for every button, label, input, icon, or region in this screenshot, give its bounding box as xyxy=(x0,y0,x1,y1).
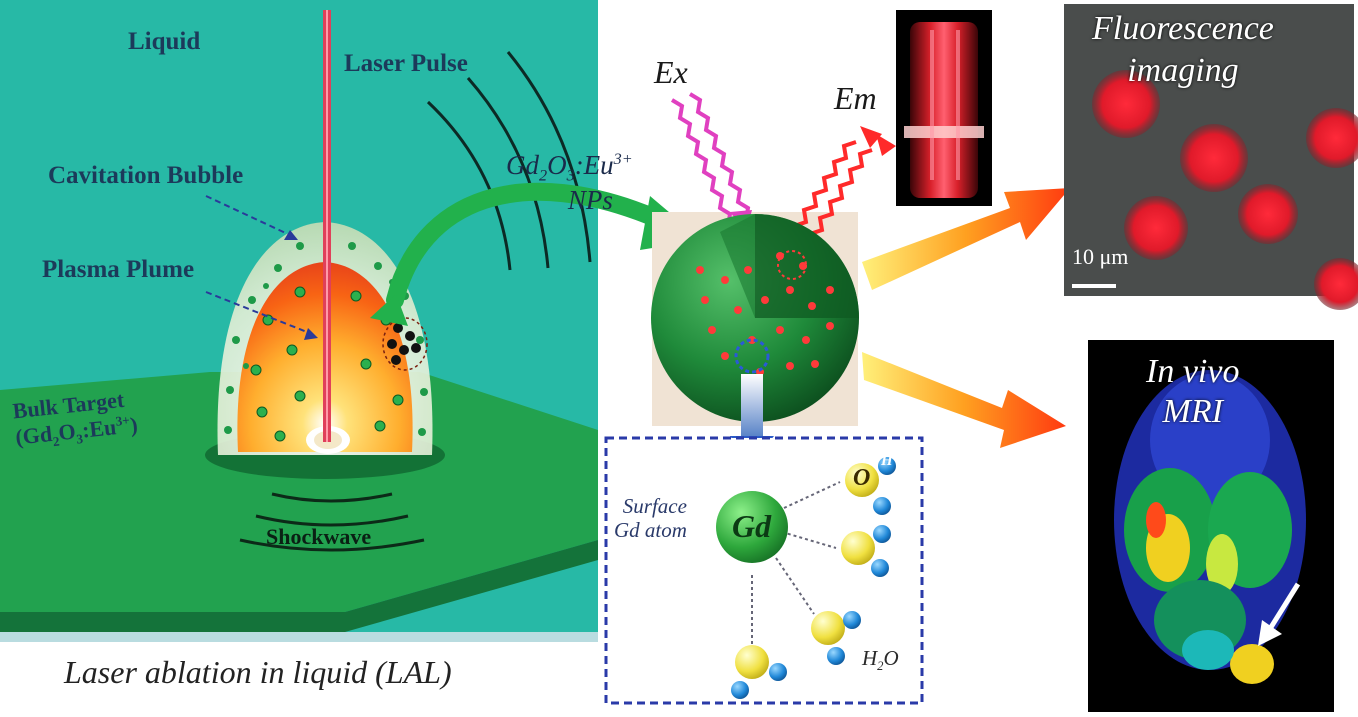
pressure-wave-arcs xyxy=(426,51,592,271)
aggregated-particles xyxy=(387,323,421,365)
fluorescent-cells xyxy=(1092,70,1358,310)
plume-particles xyxy=(250,286,404,442)
label-pointers xyxy=(205,195,313,335)
application-panel xyxy=(862,4,1358,712)
zoom-arrow xyxy=(741,374,763,436)
np-formula: Gd2O3:Eu3+ xyxy=(506,150,633,185)
scale-bar-label: 10 μm xyxy=(1072,244,1129,269)
lal-panel xyxy=(0,0,702,642)
emission-waves xyxy=(791,140,873,247)
scale-bar xyxy=(1072,284,1116,288)
oxygen-symbol: O xyxy=(853,465,871,491)
water-label: H2O xyxy=(862,646,899,674)
nps-label: NPs xyxy=(567,185,613,216)
mri-line1: In vivo xyxy=(1146,353,1240,390)
gd-symbol: Gd xyxy=(732,508,772,544)
arrow-to-fluorescence xyxy=(862,188,1070,290)
liquid-label: Liquid xyxy=(128,28,201,55)
mri-line2: MRI xyxy=(1162,393,1223,430)
arrow-to-mri xyxy=(862,352,1066,448)
cuvette xyxy=(910,22,978,198)
plasma-plume-label: Plasma Plume xyxy=(42,256,195,283)
plate-edge xyxy=(0,540,598,632)
fluorescence-line1: Fluorescence xyxy=(1092,10,1274,47)
emission-label: Em xyxy=(834,80,877,116)
gd-atom-word: Gd atom xyxy=(614,518,687,542)
nanoparticle-panel xyxy=(604,10,992,705)
lal-caption: Laser ablation in liquid (LAL) xyxy=(64,654,452,690)
laser-pulse-label: Laser Pulse xyxy=(344,50,468,77)
excitation-waves xyxy=(670,92,758,234)
shockwave-arcs xyxy=(239,492,425,552)
excitation-label: Ex xyxy=(654,54,688,90)
cavitation-bubble-label: Cavitation Bubble xyxy=(48,162,244,189)
plate-shadow xyxy=(0,632,598,642)
surface-word: Surface xyxy=(622,494,687,518)
gd-atom xyxy=(716,491,788,563)
hydrogen-symbol: H xyxy=(881,453,893,469)
fluorescence-title: Fluorescence imaging xyxy=(1092,8,1274,92)
fluorescence-line2: imaging xyxy=(1127,52,1239,89)
tumor-arrow xyxy=(1265,582,1301,634)
surface-gd-label: Surface Gd atom xyxy=(614,494,687,542)
shockwave-label: Shockwave xyxy=(266,524,372,549)
transfer-arrow xyxy=(386,182,669,309)
np-label: Gd2O3:Eu3+ NPs xyxy=(506,150,633,216)
bulk-target-plate xyxy=(0,372,598,612)
coordination-bonds xyxy=(751,481,841,650)
mri-body xyxy=(1114,370,1306,684)
mri-title: In vivo MRI xyxy=(1146,352,1239,432)
water-molecules xyxy=(731,457,896,699)
surface-highlight xyxy=(734,338,770,374)
